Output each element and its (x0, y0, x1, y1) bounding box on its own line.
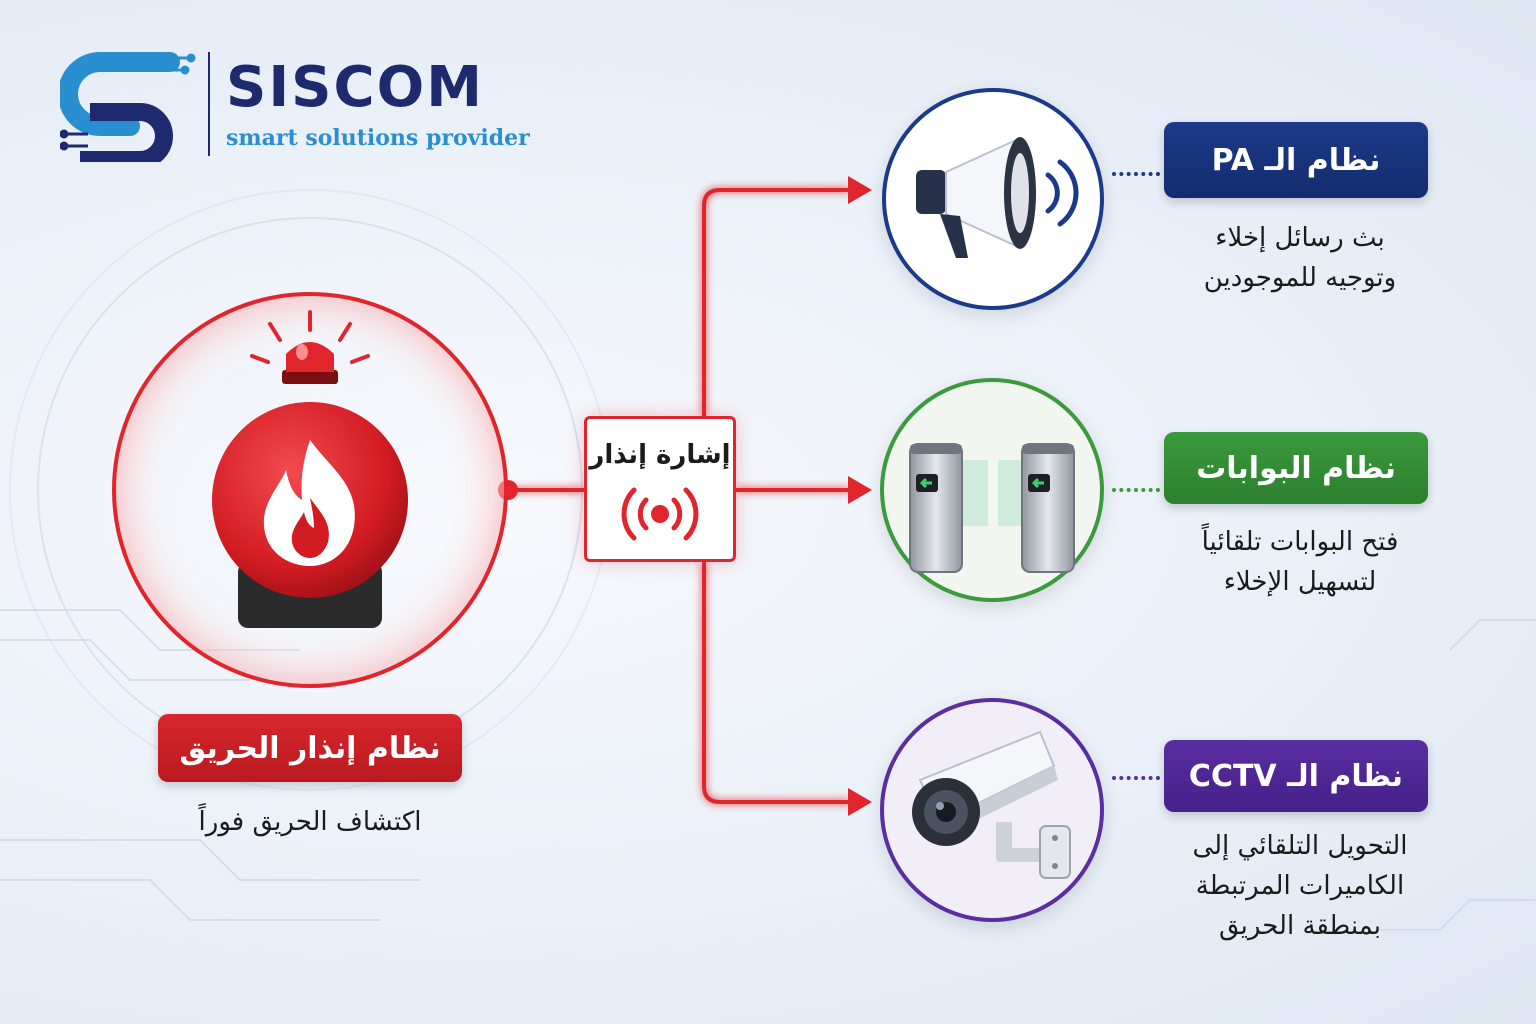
signal-title: إشارة إنذار (589, 440, 731, 470)
fire-alarm-description: اكتشاف الحريق فوراً (198, 807, 422, 837)
brand-tagline: smart solutions provider (226, 125, 530, 151)
connector-signal-pa (702, 188, 850, 416)
connector-signal-cctv (702, 562, 850, 804)
fire-alarm-bell-icon (112, 292, 508, 688)
alarm-signal-icon (621, 487, 699, 541)
logo-divider (208, 52, 210, 156)
cctv-label: نظام الـ CCTV (1164, 740, 1428, 812)
signal-box (584, 416, 736, 562)
arrow-pa (848, 176, 872, 204)
megaphone-icon (916, 137, 1079, 258)
pa-description: بث رسائل إخلاء وتوجيه للموجودين (1203, 223, 1397, 293)
siscom-logo-icon (60, 52, 196, 162)
pa-label: نظام الـ PA (1164, 122, 1428, 198)
fire-alarm-label: نظام إنذار الحريق (158, 714, 462, 782)
cctv-dotted-leader (1112, 776, 1160, 780)
arrow-cctv (848, 788, 872, 816)
cctv-description: التحويل التلقائي إلى الكاميرات المرتبطة … (1192, 831, 1408, 941)
security-camera-icon (912, 730, 1071, 879)
gates-dotted-leader (1112, 488, 1160, 492)
pa-dotted-leader (1112, 172, 1160, 176)
gates-description: فتح البوابات تلقائياً لتسهيل الإخلاء (1201, 527, 1399, 597)
gates-label: نظام البوابات (1164, 432, 1428, 504)
brand-name: SISCOM (226, 55, 484, 120)
arrow-gates (848, 476, 872, 504)
turnstile-gates-icon (909, 443, 1075, 573)
